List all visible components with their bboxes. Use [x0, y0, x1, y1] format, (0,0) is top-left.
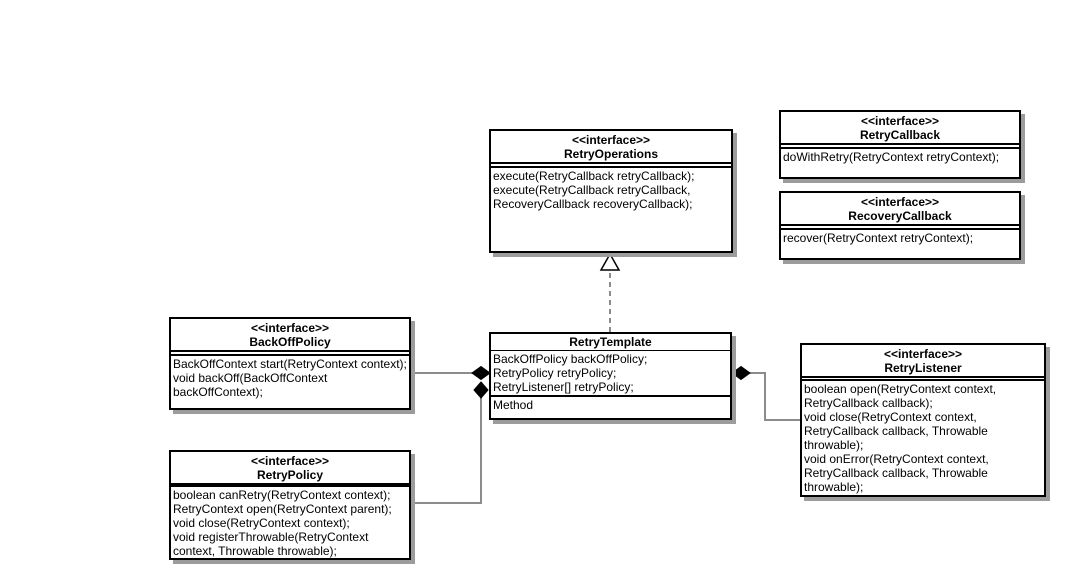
- class-name: RetryPolicy: [256, 468, 324, 482]
- class-title: <<interface>>BackOffPolicy: [171, 319, 409, 350]
- composition-link-retrytemplate-to-retrypolicy: [411, 381, 489, 504]
- composition-link-retrytemplate-to-retrylistener: [731, 365, 800, 421]
- method-compartment: BackOffContext start(RetryContext contex…: [173, 357, 407, 399]
- method-compartment: recover(RetryContext retryContext);: [783, 231, 974, 245]
- compartment-divider: [781, 224, 1019, 230]
- class-box-recovery-callback: <<interface>>RecoveryCallback recover(Re…: [779, 191, 1021, 260]
- class-name: RecoveryCallback: [848, 209, 952, 223]
- compartment-divider: [491, 395, 730, 397]
- method-compartment: execute(RetryCallback retryCallback); ex…: [493, 169, 695, 211]
- class-box-retry-listener: <<interface>>RetryListener boolean open(…: [800, 343, 1046, 497]
- class-name: RetryListener: [884, 361, 962, 375]
- filled-diamond-icon: [471, 365, 491, 381]
- compartment-divider: [171, 350, 409, 356]
- hollow-triangle-icon: [599, 252, 621, 271]
- class-title: RetryTemplate: [491, 334, 730, 350]
- compartment-divider: [781, 143, 1019, 149]
- method-compartment: doWithRetry(RetryContext retryContext);: [783, 150, 1000, 164]
- filled-diamond-icon: [731, 365, 751, 381]
- method-compartment: boolean open(RetryContext context, Retry…: [804, 382, 997, 494]
- class-name: RetryCallback: [859, 128, 941, 142]
- compartment-divider: [491, 162, 731, 168]
- filled-diamond-icon: [473, 381, 489, 399]
- class-name: RetryTemplate: [569, 335, 652, 349]
- method-compartment: boolean canRetry(RetryContext context); …: [173, 488, 392, 558]
- compartment-divider: [802, 376, 1044, 381]
- class-stereotype: <<interface>>: [250, 321, 330, 335]
- class-stereotype: <<interface>>: [883, 347, 963, 361]
- class-stereotype: <<interface>>: [860, 195, 940, 209]
- attribute-compartment: BackOffPolicy backOffPolicy; RetryPolicy…: [493, 352, 648, 394]
- compartment-divider: [171, 483, 409, 487]
- class-box-retry-policy: <<interface>>RetryPolicy boolean canRetr…: [169, 450, 411, 560]
- method-compartment: Method: [493, 398, 534, 412]
- class-stereotype: <<interface>>: [860, 114, 940, 128]
- class-name: BackOffPolicy: [249, 335, 331, 349]
- class-box-retry-template: RetryTemplate BackOffPolicy backOffPolic…: [489, 332, 732, 420]
- class-box-back-off-policy: <<interface>>BackOffPolicy BackOffContex…: [169, 317, 411, 410]
- realization-arrow-retrytemplate-to-retryoperations: [599, 252, 621, 332]
- compartment-divider: [491, 350, 730, 351]
- class-stereotype: <<interface>>: [250, 454, 330, 468]
- class-box-retry-callback: <<interface>>RetryCallback doWithRetry(R…: [779, 110, 1021, 179]
- composition-link-retrytemplate-to-backoffpolicy: [411, 365, 491, 381]
- class-stereotype: <<interface>>: [571, 133, 651, 147]
- class-name: RetryOperations: [563, 147, 659, 161]
- class-box-retry-operations: <<interface>>RetryOperations execute(Ret…: [489, 129, 733, 253]
- class-title: <<interface>>RetryListener: [802, 345, 1044, 376]
- class-title: <<interface>>RetryCallback: [781, 112, 1019, 143]
- class-title: <<interface>>RetryPolicy: [171, 452, 409, 483]
- class-title: <<interface>>RetryOperations: [491, 131, 731, 162]
- class-title: <<interface>>RecoveryCallback: [781, 193, 1019, 224]
